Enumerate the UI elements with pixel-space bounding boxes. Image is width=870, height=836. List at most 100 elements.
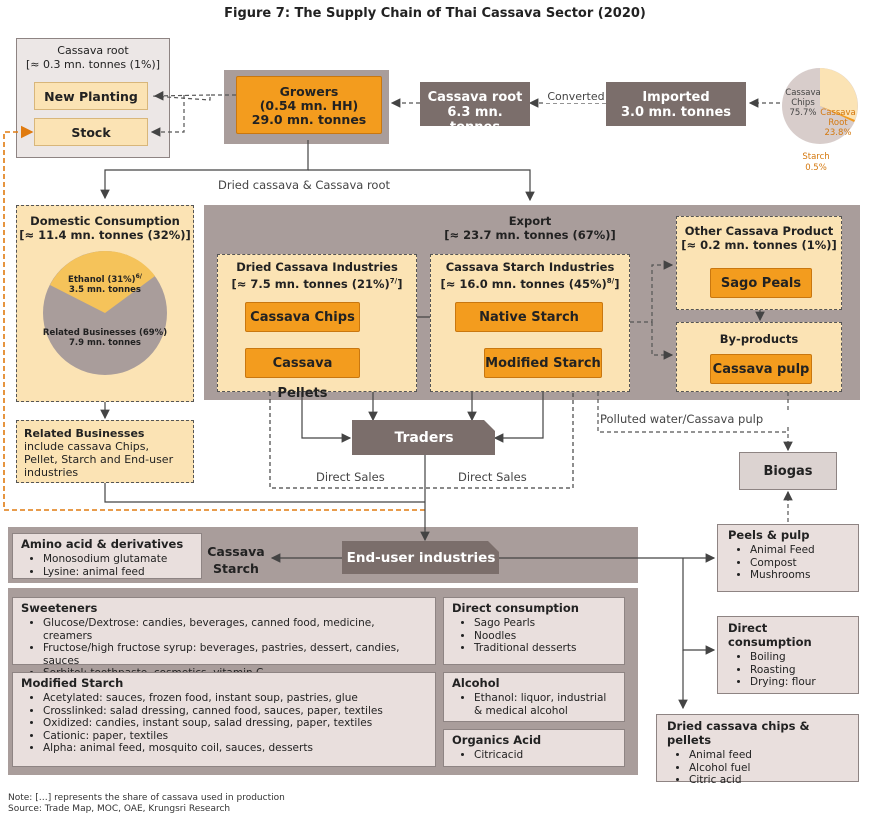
dried-chips-box: Dried cassava chips & pellets Animal fee… bbox=[656, 714, 859, 786]
domestic-related: Related Businesses (69%) 7.9 mn. tonnes bbox=[42, 328, 168, 348]
native-starch-box: Native Starch bbox=[455, 302, 603, 332]
cassava-chips-box: Cassava Chips bbox=[245, 302, 360, 332]
organics-item: Citricacid bbox=[474, 749, 616, 762]
sweeteners-box: Sweeteners Glucose/Dextrose: candies, be… bbox=[12, 597, 436, 679]
other-product-label: Other Cassava Product bbox=[684, 224, 834, 238]
imported-label: Imported bbox=[642, 90, 710, 105]
domestic-label: Domestic Consumption bbox=[30, 214, 180, 228]
end-user-label: End-user industries bbox=[346, 550, 496, 566]
traders-shape bbox=[352, 420, 495, 455]
other-product-volume: [≈ 0.2 mn. tonnes (1%)] bbox=[681, 238, 837, 252]
amino-list: Monosodium glutamate Lysine: animal feed bbox=[21, 553, 193, 578]
figure-title: Figure 7: The Supply Chain of Thai Cassa… bbox=[224, 6, 646, 21]
cassava-root-source-volume: 6.3 mn. tonnes bbox=[447, 105, 503, 135]
pie-chips-value: 75.7% bbox=[789, 108, 817, 118]
direct-consumption-mid-list: Sago Pearls Noodles Traditional desserts bbox=[452, 617, 616, 655]
dried-industries-close: ] bbox=[397, 276, 403, 291]
pie-starch-value: 0.5% bbox=[805, 163, 827, 173]
growers-label: Growers bbox=[279, 84, 339, 99]
peels-pulp-title: Peels & pulp bbox=[728, 528, 810, 542]
dried-chips-item: Citric acid bbox=[689, 774, 848, 787]
domestic-ethanol: Ethanol (31%)6/ 3.5 mn. tonnes bbox=[55, 272, 155, 295]
source-text: Source: Trade Map, MOC, OAE, Krungsri Re… bbox=[8, 804, 231, 814]
end-user-shape bbox=[342, 541, 499, 574]
related-businesses-text: include cassava Chips, Pellet, Starch an… bbox=[24, 440, 174, 479]
starch-industries-volume: [≈ 16.0 mn. tonnes (45%) bbox=[440, 276, 607, 291]
modified-item: Oxidized: candies, instant soup, salad d… bbox=[43, 717, 427, 730]
cassava-starch-label: Cassava Starch bbox=[206, 543, 266, 577]
import-pie bbox=[782, 68, 858, 144]
amino-item: Lysine: animal feed bbox=[43, 566, 193, 579]
domestic-header: Domestic Consumption [≈ 11.4 mn. tonnes … bbox=[16, 214, 194, 242]
direct-consumption-right-box: Direct consumption Boiling Roasting Dryi… bbox=[717, 616, 859, 694]
modified-item: Acetylated: sauces, frozen food, instant… bbox=[43, 692, 427, 705]
related-value: 7.9 mn. tonnes bbox=[69, 338, 141, 348]
other-product-header: Other Cassava Product [≈ 0.2 mn. tonnes … bbox=[676, 224, 842, 252]
imported-volume: 3.0 mn. tonnes bbox=[620, 105, 732, 120]
amino-title: Amino acid & derivatives bbox=[21, 537, 184, 551]
starch-industries-label: Cassava Starch Industries bbox=[445, 260, 615, 274]
dried-chips-list: Animal feed Alcohol fuel Citric acid bbox=[667, 749, 848, 787]
direct-consumption-right-list: Boiling Roasting Drying: flour bbox=[728, 651, 848, 689]
sweeteners-list: Glucose/Dextrose: candies, beverages, ca… bbox=[21, 617, 427, 680]
peels-pulp-box: Peels & pulp Animal Feed Compost Mushroo… bbox=[717, 524, 859, 592]
cassava-root-source-box: Cassava root 6.3 mn. tonnes bbox=[420, 82, 530, 135]
peels-pulp-item: Mushrooms bbox=[750, 569, 848, 582]
dried-industries-volume: [≈ 7.5 mn. tonnes (21%) bbox=[231, 276, 390, 291]
alcohol-list: Ethanol: liquor, industrial & medical al… bbox=[452, 692, 616, 717]
alcohol-title: Alcohol bbox=[452, 676, 500, 690]
import-pie-root: Cassava Root 23.8% bbox=[818, 108, 858, 138]
related-businesses-title: Related Businesses bbox=[24, 427, 145, 440]
alcohol-box: Alcohol Ethanol: liquor, industrial & me… bbox=[443, 672, 625, 722]
organics-box: Organics Acid Citricacid bbox=[443, 729, 625, 767]
cassava-root-source-label: Cassava root bbox=[427, 90, 523, 105]
sweeteners-title: Sweeteners bbox=[21, 601, 98, 615]
organics-list: Citricacid bbox=[452, 749, 616, 762]
modified-starch-list-box: Modified Starch Acetylated: sauces, froz… bbox=[12, 672, 436, 767]
footer: Note: […] represents the share of cassav… bbox=[8, 793, 508, 815]
by-products-label: By-products bbox=[719, 332, 799, 346]
sweeteners-item: Fructose/high fructose syrup: beverages,… bbox=[43, 642, 427, 667]
modified-title: Modified Starch bbox=[21, 676, 124, 690]
growers-households: (0.54 mn. HH) bbox=[259, 98, 359, 113]
dried-chips-item: Alcohol fuel bbox=[689, 762, 848, 775]
growers-volume: 29.0 mn. tonnes bbox=[251, 112, 367, 127]
direct-consumption-right-item: Boiling bbox=[750, 651, 848, 664]
dried-industries-header: Dried Cassava Industries [≈ 7.5 mn. tonn… bbox=[217, 260, 417, 291]
stock-box: Stock bbox=[34, 118, 148, 146]
peels-pulp-item: Animal Feed bbox=[750, 544, 848, 557]
cassava-starch-line1: Cassava bbox=[207, 544, 265, 559]
growers-box: Growers (0.54 mn. HH) 29.0 mn. tonnes bbox=[236, 76, 382, 134]
cassava-root-share: [≈ 0.3 mn. tonnes (1%)] bbox=[26, 58, 160, 71]
pie-starch-label: Starch bbox=[802, 152, 830, 162]
import-pie-chips: Cassava Chips 75.7% bbox=[783, 88, 823, 118]
direct-consumption-right-title: Direct consumption bbox=[728, 621, 812, 649]
direct-sales-right-label: Direct Sales bbox=[458, 470, 527, 484]
dried-chips-item: Animal feed bbox=[689, 749, 848, 762]
cassava-pellets-box: Cassava Pellets bbox=[245, 348, 360, 401]
starch-industries-header: Cassava Starch Industries [≈ 16.0 mn. to… bbox=[430, 260, 630, 291]
export-header: Export [≈ 23.7 mn. tonnes (67%)] bbox=[420, 214, 640, 242]
direct-sales-left-label: Direct Sales bbox=[316, 470, 385, 484]
ethanol-footnote: 6/ bbox=[135, 273, 142, 280]
direct-consumption-mid-item: Sago Pearls bbox=[474, 617, 616, 630]
import-pie-starch: Starch 0.5% bbox=[796, 152, 836, 174]
starch-industries-footnote: 8/ bbox=[606, 277, 615, 285]
organics-title: Organics Acid bbox=[452, 733, 542, 747]
direct-consumption-mid-box: Direct consumption Sago Pearls Noodles T… bbox=[443, 597, 625, 665]
direct-consumption-mid-item: Noodles bbox=[474, 630, 616, 643]
cassava-root-header: Cassava root [≈ 0.3 mn. tonnes (1%)] bbox=[16, 44, 170, 72]
modified-item: Cationic: paper, textiles bbox=[43, 730, 427, 743]
modified-item: Crosslinked: salad dressing, canned food… bbox=[43, 705, 427, 718]
converted-label: Converted bbox=[546, 90, 606, 103]
amino-box: Amino acid & derivatives Monosodium glut… bbox=[12, 533, 202, 579]
modified-starch-box: Modified Starch bbox=[484, 348, 602, 378]
imported-box: Imported 3.0 mn. tonnes bbox=[606, 82, 746, 126]
dried-chips-title: Dried cassava chips & pellets bbox=[667, 719, 810, 747]
dried-industries-footnote: 7/ bbox=[389, 277, 398, 285]
dried-cassava-label: Dried cassava & Cassava root bbox=[218, 178, 391, 192]
direct-consumption-mid-item: Traditional desserts bbox=[474, 642, 616, 655]
ethanol-value: 3.5 mn. tonnes bbox=[69, 284, 141, 295]
sago-peals-box: Sago Peals bbox=[710, 268, 812, 298]
